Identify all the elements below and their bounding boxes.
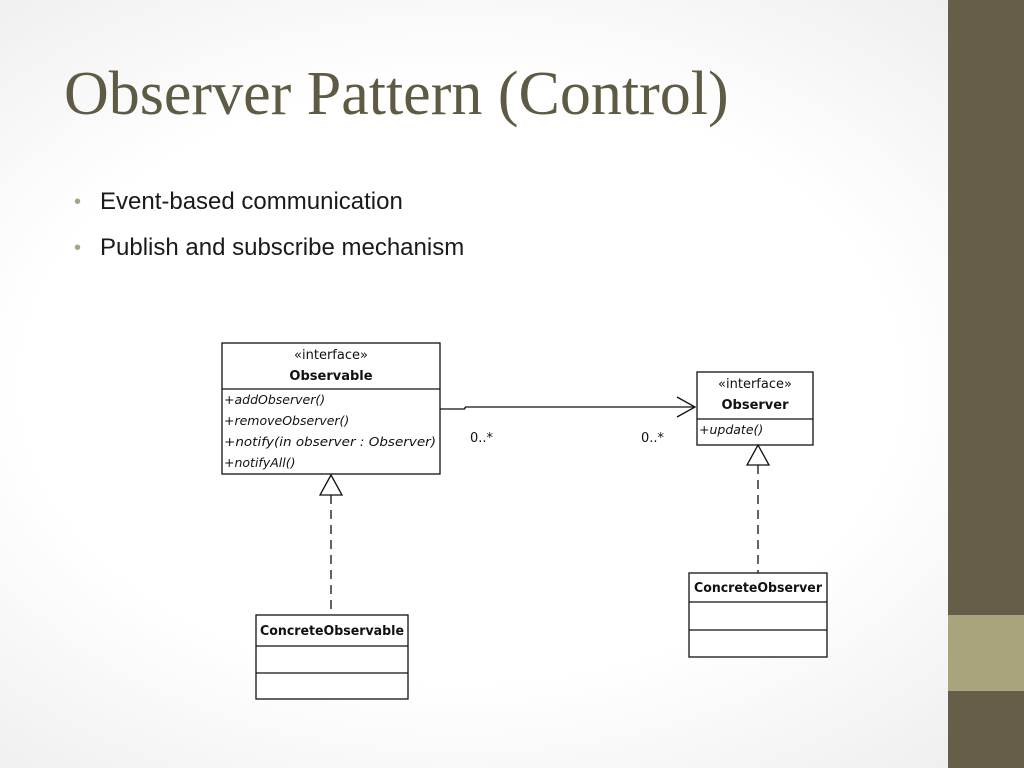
concrete-observer-box: ConcreteObserver xyxy=(688,572,828,658)
concrete-observable-box: ConcreteObservable xyxy=(255,614,409,700)
observable-method: +addObserver() xyxy=(224,392,325,407)
source-multiplicity: 0..* xyxy=(470,431,494,446)
observer-interface-box: «interface» Observer +update() xyxy=(696,371,814,446)
observable-method: +notifyAll() xyxy=(224,455,295,470)
concrete-observable-name: ConcreteObservable xyxy=(260,624,404,639)
observable-interface-box: «interface» Observable +addObserver() +r… xyxy=(221,342,441,475)
target-multiplicity: 0..* xyxy=(641,431,665,446)
observable-stereotype: «interface» xyxy=(294,348,368,363)
uml-class-diagram: «interface» Observable +addObserver() +r… xyxy=(221,342,828,700)
bullet-text: Event-based communication xyxy=(100,188,403,215)
bullet-text: Publish and subscribe mechanism xyxy=(100,234,465,261)
observable-method: +notify(in observer : Observer) xyxy=(224,434,436,449)
bullet-dot-icon: • xyxy=(74,191,82,213)
association-arrow xyxy=(440,396,697,418)
observer-name: Observer xyxy=(721,398,789,413)
sidebar-accent-band xyxy=(948,615,1024,691)
realization-observer xyxy=(745,443,771,573)
observer-method: +update() xyxy=(699,422,763,437)
observable-method: +removeObserver() xyxy=(224,413,349,428)
bullet-item: • Publish and subscribe mechanism xyxy=(74,232,464,264)
slide-title: Observer Pattern (Control) xyxy=(64,60,729,128)
bullet-list: • Event-based communication • Publish an… xyxy=(74,186,464,278)
observer-stereotype: «interface» xyxy=(718,377,792,392)
concrete-observer-name: ConcreteObserver xyxy=(694,581,823,596)
bullet-item: • Event-based communication xyxy=(74,186,464,218)
bullet-dot-icon: • xyxy=(74,237,82,259)
realization-observable xyxy=(318,473,344,615)
observable-name: Observable xyxy=(289,369,372,384)
slide: Observer Pattern (Control) • Event-based… xyxy=(64,60,828,700)
